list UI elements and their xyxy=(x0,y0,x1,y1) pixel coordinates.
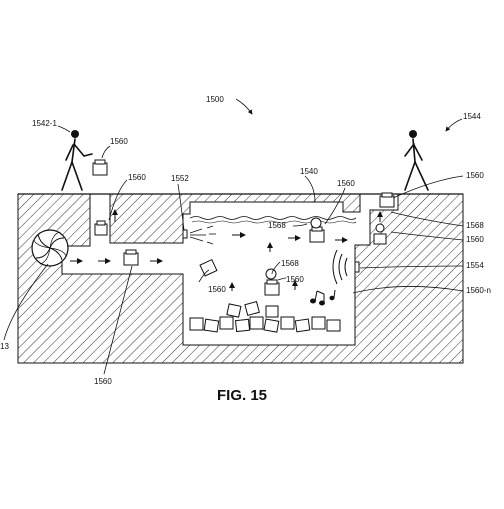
label-system-alt: 1544 xyxy=(463,112,481,121)
sound-waves xyxy=(332,249,348,285)
object-right-lower xyxy=(373,233,387,245)
person-left-icon xyxy=(61,130,93,191)
object-boxes xyxy=(92,159,395,296)
speaker xyxy=(354,261,360,273)
ground-hatching xyxy=(17,193,464,364)
object-pile xyxy=(189,301,341,333)
person-right-icon xyxy=(404,130,429,191)
label-speaker: 1554 xyxy=(466,261,484,270)
object-center-mid xyxy=(264,282,280,296)
label-object-shaft: 1560 xyxy=(128,173,146,182)
music-notes-icon xyxy=(310,289,336,306)
spray-lines xyxy=(189,225,216,245)
object-chamber-top xyxy=(309,229,325,243)
label-duct: 1552 xyxy=(171,174,189,183)
label-person-left: 1542-1 xyxy=(32,119,57,128)
object-floating xyxy=(199,258,218,277)
label-object-right-lower: 1560 xyxy=(466,235,484,244)
label-fan-partial: 13 xyxy=(0,342,9,351)
label-object-chamber-top: 1560 xyxy=(337,179,355,188)
fan-icon xyxy=(31,229,69,267)
object-shaft xyxy=(94,223,108,236)
label-sound-object: 1560-n xyxy=(466,286,491,295)
leader-lines xyxy=(3,98,464,375)
label-sensor-right: 1568 xyxy=(466,221,484,230)
label-object-center-mid: 1560 xyxy=(286,275,304,284)
water-surface xyxy=(189,216,357,220)
label-sensor-center-top: 1568 xyxy=(268,221,286,230)
label-object-right-upper: 1560 xyxy=(466,171,484,180)
label-sensor-center-mid: 1568 xyxy=(281,259,299,268)
object-top-left xyxy=(92,162,108,176)
flow-arrows xyxy=(70,209,383,291)
label-object-top-left: 1560 xyxy=(110,137,128,146)
label-object-floating: 1560 xyxy=(208,285,226,294)
label-system: 1500 xyxy=(206,95,224,104)
duct-nozzle xyxy=(182,229,188,239)
object-duct xyxy=(123,252,139,266)
figure-title: FIG. 15 xyxy=(217,387,267,404)
label-object-bottom: 1560 xyxy=(94,377,112,386)
label-channel: 1540 xyxy=(300,167,318,176)
object-right-upper xyxy=(379,195,395,208)
sensor-icons xyxy=(265,217,385,280)
